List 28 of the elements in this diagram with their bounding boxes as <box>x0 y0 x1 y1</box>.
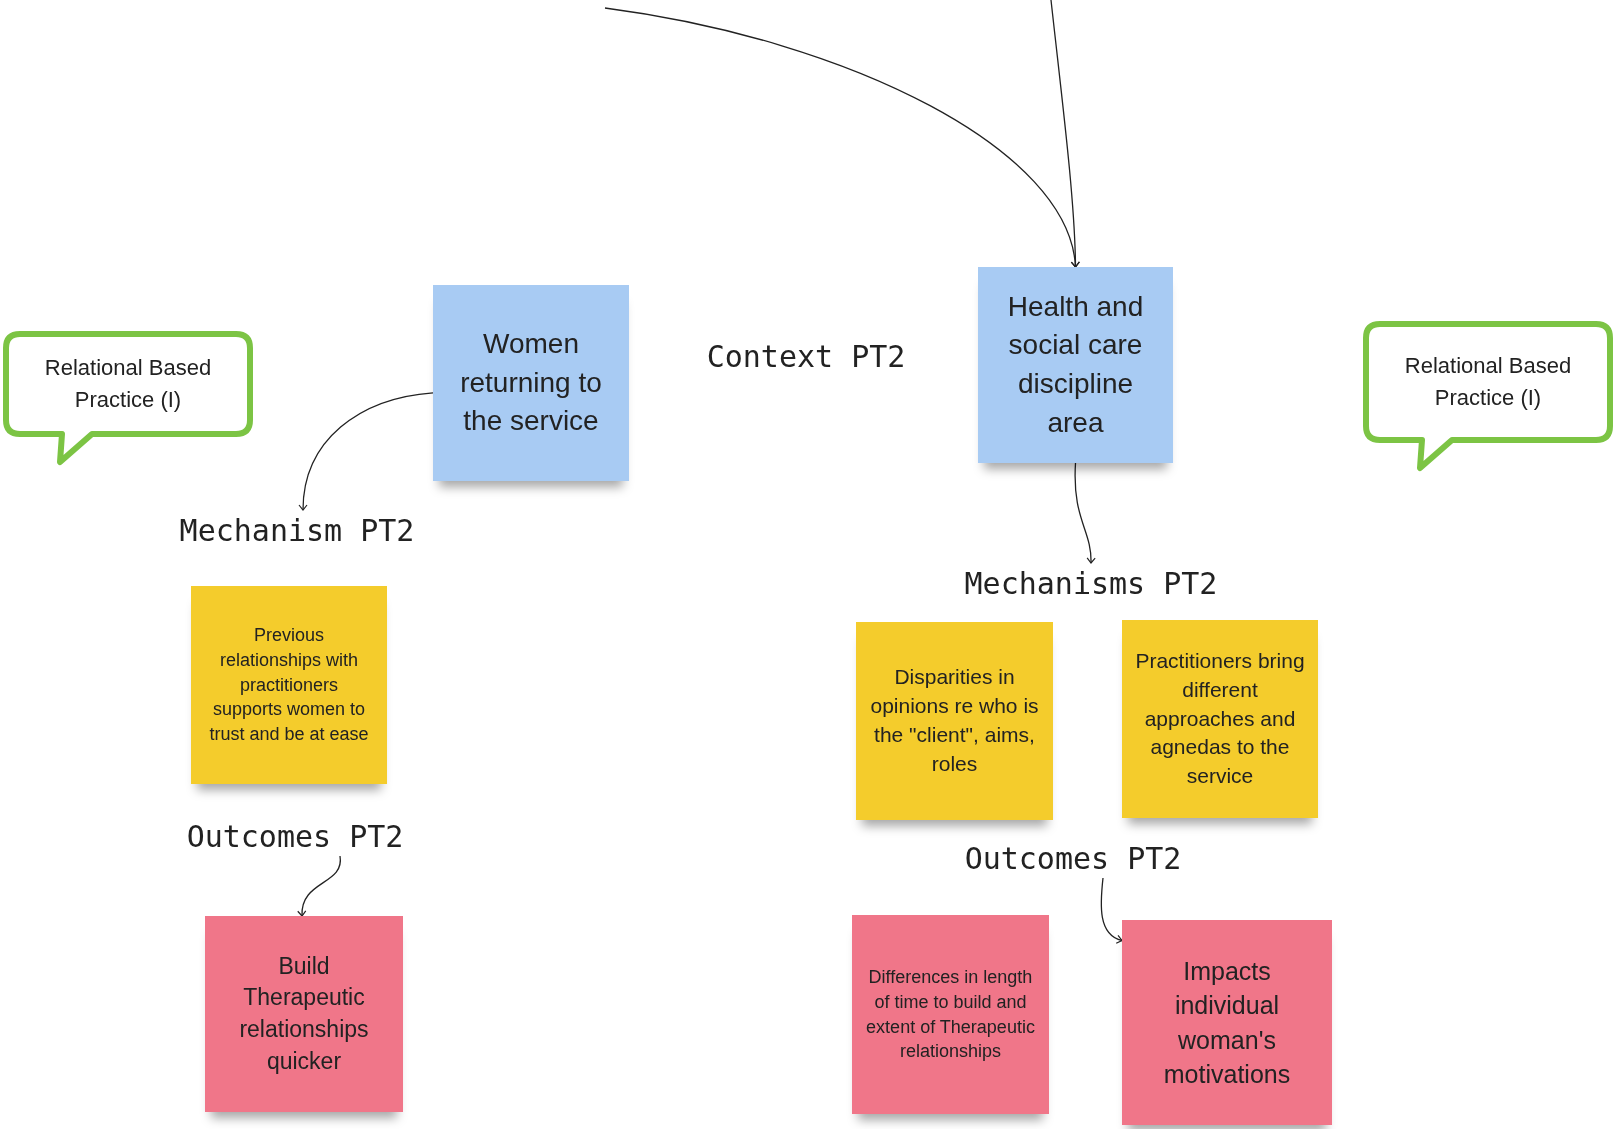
sticky-note <box>856 622 1053 820</box>
note-text: Relational Based Practice (I) <box>43 354 213 414</box>
note-text: Previous relationships with practitioners supports women to trust and be at ease <box>208 623 370 747</box>
curved-arrow <box>1074 462 1096 564</box>
sticky-note <box>205 916 403 1112</box>
section-heading: Mechanisms PT2 <box>941 563 1241 603</box>
section-heading: Context PT2 <box>705 337 907 376</box>
section-heading: Outcomes PT2 <box>923 838 1223 878</box>
curved-arrow <box>297 855 341 917</box>
sticky-note <box>852 915 1049 1114</box>
note-text: Differences in length of time to build and extent of Therapeutic relationships <box>865 965 1036 1064</box>
curved-arrow <box>1050 0 1080 268</box>
note-text: Impacts individual woman's motivations <box>1162 955 1292 1090</box>
sticky-note <box>978 267 1173 463</box>
note-text: Build Therapeutic relationships quicker <box>238 951 370 1076</box>
curved-arrow <box>298 392 434 511</box>
note-text: Practitioners bring different approaches and agnedas to the service <box>1134 647 1306 790</box>
sticky-note <box>1122 920 1332 1125</box>
note-text: Women returning to the service <box>459 327 603 439</box>
sticky-note <box>1122 620 1318 818</box>
note-text: Relational Based Practice (I) <box>1403 352 1573 412</box>
section-heading: Mechanism PT2 <box>147 510 447 550</box>
curved-arrow <box>1100 877 1123 944</box>
note-text: Disparities in opinions re who is the "client", aims, roles <box>869 664 1040 777</box>
sticky-note <box>433 285 629 481</box>
section-heading: Outcomes PT2 <box>145 816 445 856</box>
note-text: Health and social care discipline area <box>1006 289 1145 440</box>
sticky-note <box>191 586 387 784</box>
